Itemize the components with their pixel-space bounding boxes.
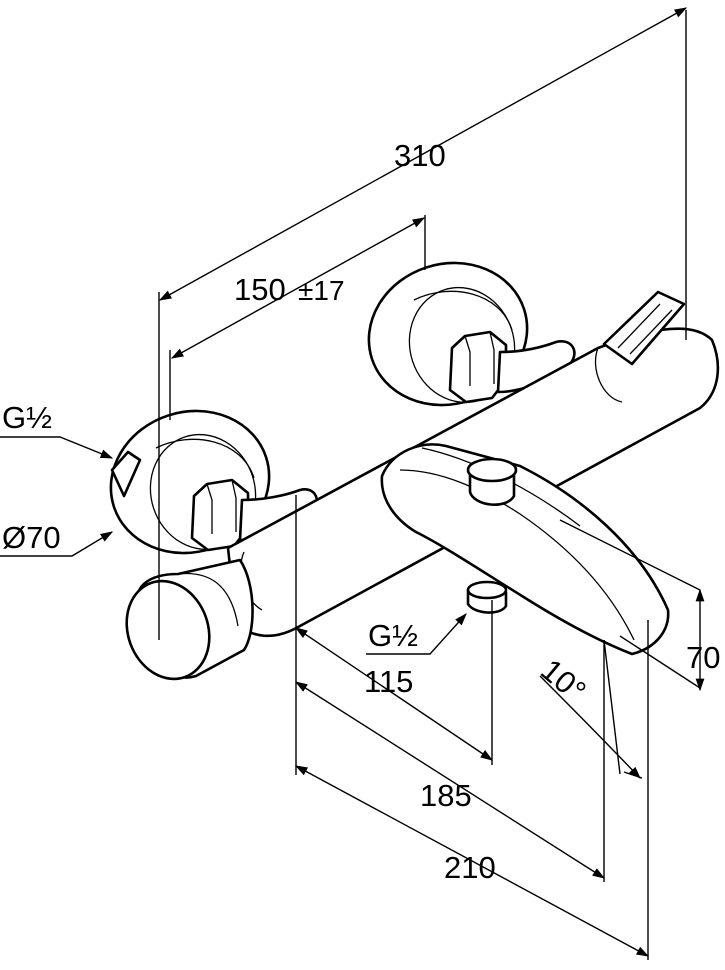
dim-line-210 [294,765,650,957]
diverter-knob [466,457,518,506]
label-inlet-thread: G½ [2,400,52,435]
dim-arc-10deg [539,675,641,779]
left-control-knob [125,558,254,681]
label-rosette-diameter: Ø70 [2,520,61,555]
faucet-body [109,261,720,681]
left-hex-nut [190,478,250,552]
label-310: 310 [394,138,446,173]
dim-line-150 [170,217,426,359]
label-115: 115 [364,664,413,699]
label-150-tolerance: ±17 [298,275,345,306]
bottom-outlet [466,580,508,614]
leaders [0,436,467,655]
label-150: 150 [234,272,286,307]
label-10deg: 10° [534,652,592,709]
label-70: 70 [686,640,720,675]
label-210: 210 [444,850,496,885]
thermostat-marking [602,290,686,366]
label-185: 185 [420,778,472,813]
label-outlet-thread: G½ [368,618,418,653]
right-hex-nut [448,330,508,404]
dimension-lines [158,7,705,957]
